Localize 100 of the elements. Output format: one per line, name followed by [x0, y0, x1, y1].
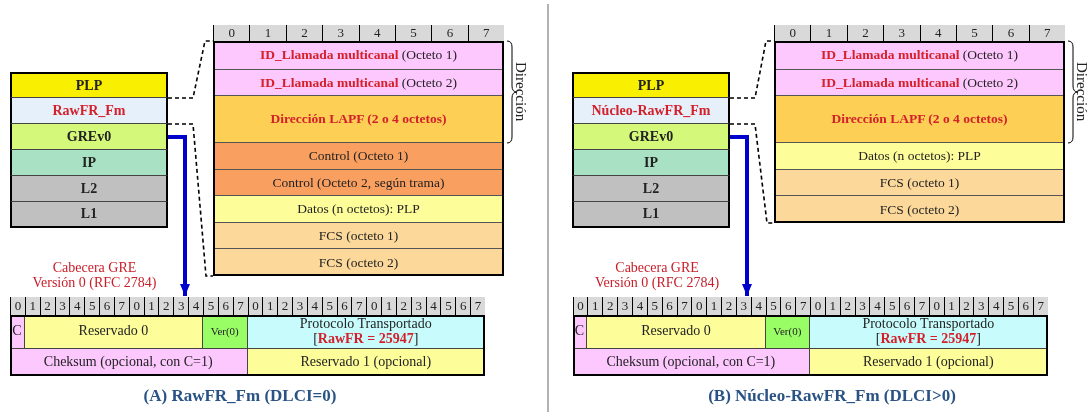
frame-field-row	[213, 170, 504, 196]
bit-number: 0	[572, 297, 588, 315]
protocol-layer-box	[572, 98, 730, 124]
field-text: Dirección LAPF (2 o 4 octetos)	[831, 111, 1008, 127]
frame-field-row	[213, 41, 504, 70]
bit-number: 2	[277, 297, 293, 315]
bit-number: 3	[883, 25, 920, 41]
layer-name: RawFR_Fm	[52, 102, 126, 119]
field-text: Ver(0)	[210, 325, 239, 338]
brace-label: Dirección	[513, 61, 529, 124]
bit-number: 0	[810, 297, 825, 315]
header-field-cell	[572, 349, 811, 376]
bit-number: 0	[691, 297, 707, 315]
bit-number: 1	[249, 25, 286, 41]
protocol-layer-box	[10, 150, 168, 176]
bit-number: 5	[440, 297, 456, 315]
protocol-layer-box	[572, 124, 730, 150]
protocol-layer-box	[10, 202, 168, 228]
bit-number: 5	[394, 25, 432, 41]
field-text: C	[12, 324, 22, 339]
bit-number: 2	[846, 25, 884, 41]
layer-name: L2	[642, 180, 660, 197]
dashed-connector	[167, 123, 214, 277]
frame-field-row	[213, 143, 504, 170]
layer-name: L2	[80, 180, 98, 197]
field-text: Datos (n octetos): PLP	[297, 201, 420, 217]
bit-number: 1	[810, 25, 847, 41]
protocol-layer-box	[572, 72, 730, 98]
bit-number: 4	[69, 297, 85, 315]
bit-number: 0	[213, 25, 250, 41]
field-text: Reservado 1 (opcional)	[863, 354, 994, 370]
layer-name: GREv0	[66, 128, 112, 145]
frame-field-row	[774, 170, 1065, 196]
layer-name: PLP	[637, 77, 665, 94]
bit-number: 5	[1003, 297, 1018, 315]
field-text: FCS (octeto 1)	[318, 227, 399, 244]
frame-format-table	[774, 41, 1065, 223]
bit-number: 2	[602, 297, 618, 315]
bit-number: 4	[988, 297, 1004, 315]
protocol-layer-box	[572, 202, 730, 228]
bit-number: 6	[780, 297, 796, 315]
bit-number: 6	[992, 25, 1029, 41]
protocol-layer-box	[572, 176, 730, 202]
field-text: ID_Llamada multicanal (Octeto 1)	[260, 47, 457, 63]
frame-field-row	[213, 96, 504, 143]
bit-number: 7	[470, 297, 485, 315]
layer-name: GREv0	[628, 128, 674, 145]
field-text: FCS (octeto 1)	[879, 174, 960, 191]
header-field-cell	[24, 315, 203, 349]
table-caption: Cabecera GRE Versión 0 (RFC 2784)	[31, 261, 158, 291]
brace-label: Dirección	[1074, 61, 1090, 124]
header-field-cell	[572, 315, 588, 349]
frame-field-row	[774, 41, 1065, 70]
frame-field-row	[213, 223, 504, 249]
field-text: Cheksum (opcional, con C=1)	[606, 354, 776, 370]
header-field-cell	[810, 315, 1048, 349]
bit-number: 2	[285, 25, 323, 41]
bit-number: 4	[869, 297, 885, 315]
bit-number: 1	[706, 297, 722, 315]
frame-field-row	[774, 196, 1065, 223]
bit-number: 1	[381, 297, 396, 315]
field-text: Datos (n octetos): PLP	[858, 148, 981, 164]
header-field-cell	[202, 315, 248, 349]
bit-number: 0	[10, 297, 25, 315]
field-text: C	[574, 324, 585, 339]
bit-number: 0	[774, 25, 811, 41]
field-text: FCS (octeto 2)	[879, 201, 960, 218]
gre-header-table	[10, 297, 485, 376]
bit-number: 5	[884, 297, 900, 315]
layer-name: IP	[644, 154, 658, 171]
field-text: Reservado 0	[641, 324, 711, 339]
bit-number: 4	[188, 297, 203, 315]
subfigure-caption: (A) RawFR_Fm (DLCI=0)	[142, 386, 338, 407]
bit-number: 6	[899, 297, 914, 315]
field-text: Control (Octeto 1)	[308, 148, 409, 164]
frame-field-row	[213, 249, 504, 276]
bit-number: 3	[292, 297, 307, 315]
bit-number: 7	[914, 297, 929, 315]
field-text: Protocolo Transportado [RawFR = 25947]	[861, 317, 996, 346]
bit-number: 6	[431, 25, 468, 41]
bit-number: 5	[84, 297, 100, 315]
arrow	[168, 135, 190, 296]
header-field-cell	[810, 349, 1048, 376]
field-text: ID_Llamada multicanal (Octeto 2)	[260, 74, 457, 91]
layer-name: L1	[642, 206, 660, 222]
bit-number: 5	[955, 25, 993, 41]
bit-number: 7	[795, 297, 811, 315]
bit-number: 7	[1028, 25, 1065, 41]
field-text: Ver(0)	[773, 325, 802, 338]
header-field-cell	[10, 315, 25, 349]
field-text: FCS (octeto 2)	[318, 254, 399, 271]
frame-field-row	[774, 96, 1065, 143]
bit-number: 4	[919, 25, 956, 41]
protocol-layer-box	[10, 98, 168, 124]
bit-number: 6	[99, 297, 114, 315]
bit-number: 3	[173, 297, 189, 315]
bit-number: 2	[721, 297, 736, 315]
layer-name: IP	[82, 154, 96, 171]
bit-number: 3	[617, 297, 632, 315]
table-caption: Cabecera GRE Versión 0 (RFC 2784)	[594, 261, 721, 291]
